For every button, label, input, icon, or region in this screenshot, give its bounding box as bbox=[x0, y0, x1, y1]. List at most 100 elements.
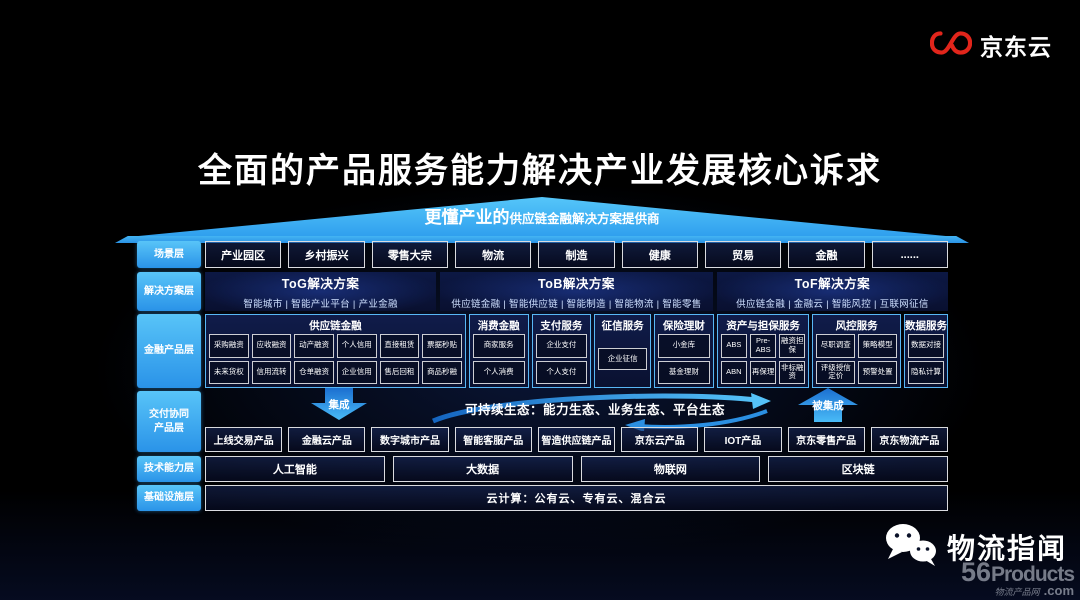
solution-group-title: ToF解决方案 bbox=[794, 277, 871, 291]
site-watermark-number: 56 bbox=[960, 557, 991, 587]
layer-label-tech: 技术能力层 bbox=[137, 456, 201, 482]
finance-product: 再保理 bbox=[749, 360, 777, 384]
finance-product: 个人消费 bbox=[472, 360, 525, 384]
tech-item: 物联网 bbox=[580, 456, 761, 482]
layer-label-delivery-line2: 产品层 bbox=[154, 422, 184, 434]
solution-group-title: ToB解决方案 bbox=[538, 277, 615, 291]
integrated-arrow: 被集成 bbox=[790, 388, 866, 422]
roof-headline-strong: 更懂产业的 bbox=[424, 208, 510, 227]
finance-product-row: 评级授信定价预警处置 bbox=[816, 360, 897, 384]
scene-item: 零售大宗 bbox=[371, 241, 448, 268]
finance-group: 风控服务尽职调查策略模型评级授信定价预警处置 bbox=[812, 314, 901, 388]
finance-product: 评级授信定价 bbox=[816, 360, 856, 384]
tech-item: 人工智能 bbox=[205, 456, 385, 482]
wechat-icon bbox=[884, 522, 938, 572]
finance-product-row: 未来货权信用流转仓单融资企业信用售后回租商品秒融 bbox=[209, 360, 462, 384]
finance-product-row: 隐私计算 bbox=[907, 360, 944, 384]
layer-label-delivery-line1: 交付协同 bbox=[149, 409, 189, 420]
finance-group-products: 企业支付个人支付 bbox=[533, 333, 591, 387]
finance-product-row: 企业征信 bbox=[598, 348, 648, 370]
finance-group: 保险理财小金库基金理财 bbox=[654, 314, 714, 388]
finance-product: 信用流转 bbox=[251, 360, 292, 384]
integrated-arrow-label: 被集成 bbox=[812, 399, 844, 412]
finance-group-title: 数据服务 bbox=[904, 320, 947, 332]
finance-product: 企业征信 bbox=[598, 348, 648, 370]
finance-product: 票据秒贴 bbox=[422, 334, 462, 358]
integrate-down-arrow-icon bbox=[311, 388, 367, 420]
solution-group-items: 智能城市 | 智能产业平台 | 产业金融 bbox=[243, 299, 398, 310]
scene-layer-row: 产业园区乡村振兴零售大宗物流制造健康贸易金融...... bbox=[205, 241, 948, 268]
finance-product: 应收融资 bbox=[251, 334, 292, 358]
finance-product: 采购融资 bbox=[209, 334, 249, 358]
finance-group-products: 商家服务个人消费 bbox=[470, 333, 528, 387]
finance-product: 商品秒融 bbox=[422, 360, 462, 384]
layer-label-scene: 场景层 bbox=[137, 241, 201, 268]
integrated-up-arrow-icon bbox=[798, 388, 858, 422]
infra-item: 云计算：公有云、专有云、混合云 bbox=[205, 485, 948, 511]
site-watermark-name: Products bbox=[990, 563, 1075, 586]
tech-item: 区块链 bbox=[768, 456, 948, 482]
finance-product: 隐私计算 bbox=[907, 360, 944, 384]
delivery-product: 京东零售产品 bbox=[787, 427, 865, 452]
finance-group: 征信服务企业征信 bbox=[594, 314, 652, 388]
finance-product-row: 数据对接 bbox=[907, 334, 944, 358]
scene-item: 制造 bbox=[538, 241, 615, 268]
finance-product: 融资担保 bbox=[779, 334, 806, 358]
finance-product-row: 基金理财 bbox=[658, 360, 710, 384]
jd-cloud-logo-icon bbox=[929, 30, 973, 61]
finance-group-title: 资产与担保服务 bbox=[726, 320, 800, 332]
solution-group: ToF解决方案供应链金融 | 金融云 | 智能风控 | 互联网征信 bbox=[716, 272, 948, 311]
delivery-product: 金融云产品 bbox=[288, 427, 366, 452]
finance-product: 尽职调查 bbox=[816, 334, 856, 358]
layer-label-delivery: 交付协同 产品层 bbox=[137, 391, 201, 452]
wechat-watermark: 物流指闻 bbox=[884, 522, 1067, 572]
finance-product: Pre-ABS bbox=[749, 334, 777, 358]
scene-item: 乡村振兴 bbox=[288, 241, 365, 268]
finance-group: 消费金融商家服务个人消费 bbox=[468, 314, 529, 388]
finance-group-products: 尽职调查策略模型评级授信定价预警处置 bbox=[813, 333, 900, 387]
finance-product: 小金库 bbox=[658, 334, 710, 358]
tech-layer-row: 人工智能大数据物联网区块链 bbox=[205, 456, 948, 482]
wechat-account-name: 物流指闻 bbox=[947, 533, 1068, 564]
finance-group-title: 供应链金融 bbox=[309, 320, 362, 332]
delivery-product: 数字城市产品 bbox=[371, 427, 449, 452]
jd-cloud-logo: 京东云 bbox=[929, 28, 1052, 62]
finance-product-row: 尽职调查策略模型 bbox=[816, 334, 897, 358]
finance-layer-row: 供应链金融采购融资应收融资动产融资个人信用直接租赁票据秒贴未来货权信用流转仓单融… bbox=[205, 314, 948, 388]
layer-label-solution: 解决方案层 bbox=[137, 272, 201, 311]
scene-item: 金融 bbox=[788, 241, 865, 268]
finance-group-products: 小金库基金理财 bbox=[655, 333, 713, 387]
solution-group: ToB解决方案供应链金融 | 智能供应链 | 智能制造 | 智能物流 | 智能零… bbox=[440, 272, 713, 311]
finance-group-title: 保险理财 bbox=[662, 320, 705, 332]
finance-product: 企业信用 bbox=[336, 360, 377, 384]
scene-item: 贸易 bbox=[704, 241, 782, 268]
roof-eave bbox=[115, 236, 969, 243]
finance-product-row: 个人支付 bbox=[535, 360, 588, 384]
finance-product: 直接租赁 bbox=[379, 334, 420, 358]
site-watermark-cn: 物流产品网 bbox=[994, 586, 1040, 597]
finance-product: ABN bbox=[720, 360, 747, 384]
finance-group-title: 消费金融 bbox=[477, 320, 520, 332]
finance-product: 企业支付 bbox=[535, 334, 588, 358]
finance-product: 预警处置 bbox=[858, 360, 897, 384]
scene-item: ...... bbox=[871, 241, 948, 268]
finance-product-row: 企业支付 bbox=[535, 334, 588, 358]
tech-item: 大数据 bbox=[392, 456, 573, 482]
finance-product: 策略模型 bbox=[858, 334, 897, 358]
solution-group-items: 供应链金融 | 金融云 | 智能风控 | 互联网征信 bbox=[736, 299, 929, 310]
finance-group-products: 采购融资应收融资动产融资个人信用直接租赁票据秒贴未来货权信用流转仓单融资企业信用… bbox=[206, 333, 465, 387]
finance-product: 售后回租 bbox=[379, 360, 420, 384]
delivery-product: 智能客服产品 bbox=[454, 427, 532, 452]
solution-group-items: 供应链金融 | 智能供应链 | 智能制造 | 智能物流 | 智能零售 bbox=[451, 299, 702, 310]
finance-product: 动产融资 bbox=[294, 334, 334, 358]
finance-product: 基金理财 bbox=[658, 360, 710, 384]
finance-product: 个人支付 bbox=[535, 360, 588, 384]
finance-group-products: 数据对接隐私计算 bbox=[905, 333, 947, 387]
finance-group: 数据服务数据对接隐私计算 bbox=[903, 314, 948, 388]
finance-product: 仓单融资 bbox=[294, 360, 334, 384]
layer-label-infra: 基础设施层 bbox=[137, 485, 201, 511]
